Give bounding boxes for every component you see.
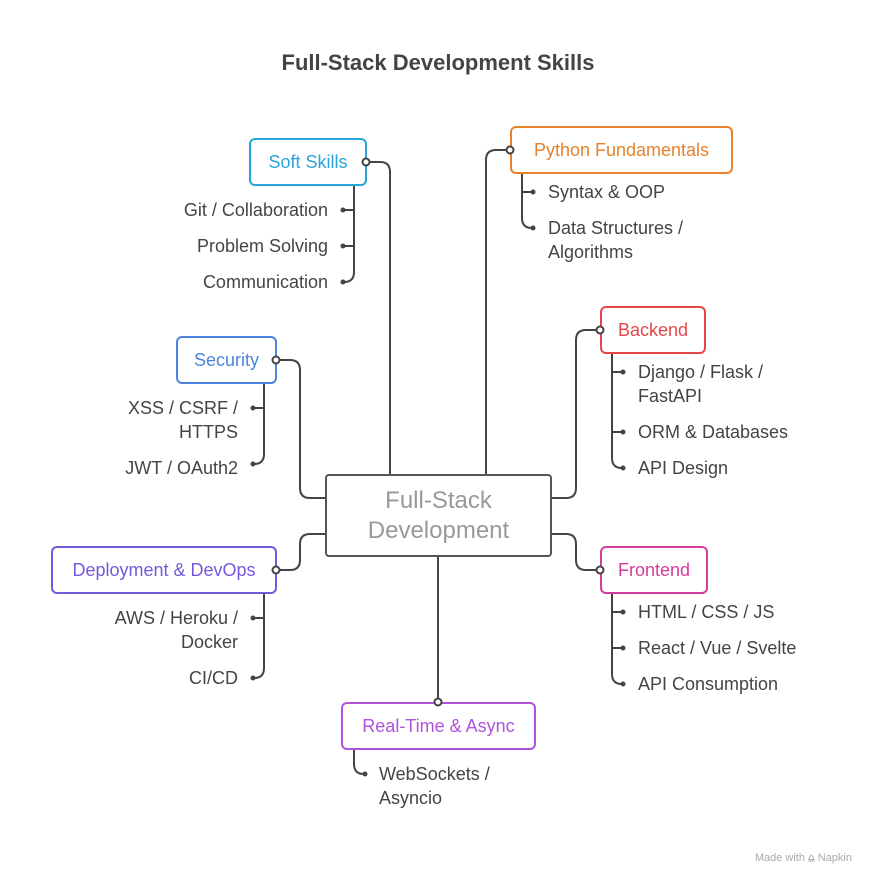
leaf-item: Syntax & OOP [548, 182, 666, 202]
connector-soft [366, 161, 391, 474]
leaf-item: Git / Collaboration [183, 200, 328, 220]
leaf-item: Asyncio [379, 788, 443, 808]
connector-backend [552, 329, 600, 499]
node-frontend: Frontend [600, 546, 708, 594]
leaf-item: CI/CD [189, 668, 238, 688]
node-soft-skills: Soft Skills [249, 138, 367, 186]
node-security: Security [176, 336, 277, 384]
leaf-item: Docker [180, 632, 238, 652]
diagram-title: Full-Stack Development Skills [281, 50, 595, 75]
leaf-item: ORM & Databases [638, 422, 789, 442]
napkin-watermark: Made with ⩠ Napkin [754, 852, 852, 864]
node-deployment-devops: Deployment & DevOps [51, 546, 277, 594]
leaf-item: WebSockets / [379, 764, 490, 784]
connector-devops [276, 533, 325, 571]
leaf-item: Algorithms [548, 242, 634, 262]
leaf-item: HTML / CSS / JS [638, 602, 775, 622]
leaf-item: HTTPS [178, 422, 238, 442]
leaf-item: API Consumption [638, 674, 779, 694]
connector-security [276, 359, 325, 499]
node-real-time-async: Real-Time & Async [341, 702, 536, 750]
central-node-line1: Full-Stack [385, 486, 492, 514]
leaf-item: Problem Solving [196, 236, 328, 256]
leaf-item: XSS / CSRF / [127, 398, 238, 418]
leaf-item: Communication [202, 272, 328, 292]
node-backend: Backend [600, 306, 706, 354]
leaf-item: Django / Flask / [638, 362, 764, 382]
leaf-item: JWT / OAuth2 [125, 458, 238, 478]
node-label: Deployment & DevOps [72, 559, 256, 580]
node-label: Security [193, 349, 260, 370]
leaf-item: Data Structures / [548, 218, 684, 238]
node-label: Real-Time & Async [362, 715, 515, 736]
node-label: Python Fundamentals [533, 139, 710, 160]
leaf-item: FastAPI [638, 386, 703, 406]
node-label: Soft Skills [268, 151, 348, 172]
connector-python [485, 149, 510, 474]
leaf-item: React / Vue / Svelte [638, 638, 797, 658]
connector-frontend [552, 533, 600, 571]
node-label: Frontend [617, 559, 691, 580]
central-node-line2: Development [367, 516, 510, 544]
node-python-fundamentals: Python Fundamentals [510, 126, 733, 174]
central-node: Full-Stack Development [325, 474, 552, 557]
leaf-item: AWS / Heroku / [114, 608, 238, 628]
node-label: Backend [617, 319, 689, 340]
leaf-item: API Design [638, 458, 729, 478]
